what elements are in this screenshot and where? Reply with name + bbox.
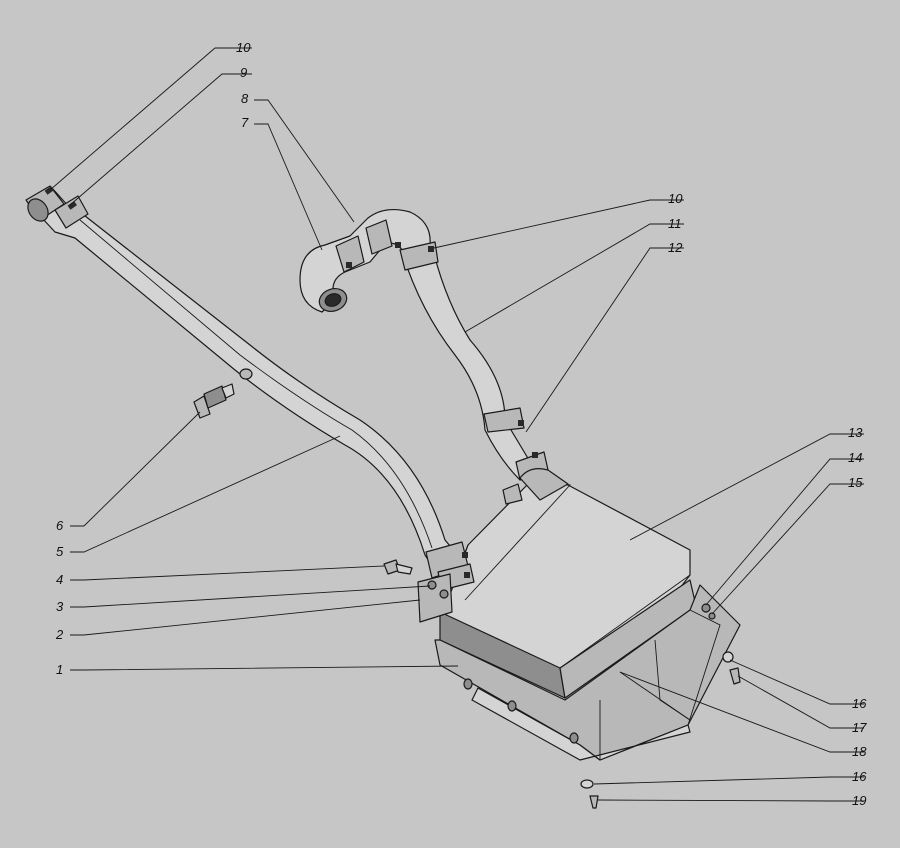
callout-6: 6	[56, 518, 64, 533]
nut	[701, 603, 711, 613]
screw	[589, 795, 599, 809]
bent-hose	[299, 208, 431, 313]
callout-2: 2	[55, 627, 64, 642]
callout-5: 5	[56, 544, 64, 559]
washer	[708, 612, 716, 620]
temperature-sensor	[193, 383, 235, 419]
callout-11: 11	[668, 216, 682, 231]
callout-9: 9	[240, 65, 247, 80]
screw	[729, 667, 741, 685]
middle-hose	[399, 241, 549, 481]
callout-12: 12	[668, 240, 683, 255]
callout-13: 13	[848, 425, 863, 440]
callout-1: 1	[56, 662, 63, 677]
callout-7: 7	[241, 115, 249, 130]
callout-8: 8	[241, 91, 249, 106]
callout-15: 15	[848, 475, 863, 490]
washer	[722, 651, 734, 663]
housing-shell	[434, 584, 741, 761]
callout-17: 17	[852, 720, 867, 735]
callout-10-top: 10	[236, 40, 251, 55]
callout-19: 19	[852, 793, 866, 808]
callout-labels: 10 9 8 7 10 11 12 13 14 15 6 5 4 3 2 1 1…	[55, 40, 867, 808]
leader-lines	[49, 47, 864, 802]
callout-14: 14	[848, 450, 862, 465]
bolt	[383, 559, 413, 575]
callout-18: 18	[852, 744, 867, 759]
washer	[580, 779, 594, 789]
callout-3: 3	[56, 599, 64, 614]
pipe-fitting	[239, 368, 253, 380]
callout-16-bottom: 16	[852, 769, 867, 784]
callout-4: 4	[56, 572, 63, 587]
heater-core-box	[439, 468, 697, 699]
callout-10-right: 10	[668, 191, 683, 206]
callout-16-right: 16	[852, 696, 867, 711]
